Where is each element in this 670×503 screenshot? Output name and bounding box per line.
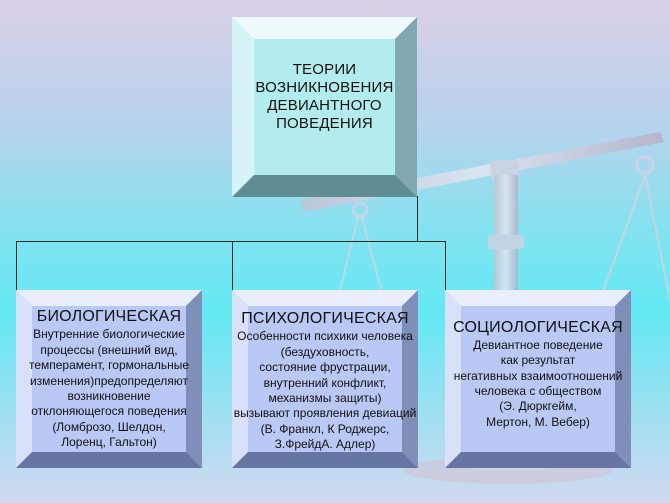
box-text-line: человека с обществом: [474, 384, 602, 398]
box-bevel: [232, 290, 418, 468]
box-text-line: вызывают проявления девиаций: [233, 406, 417, 421]
box-heading: БИОЛОГИЧЕСКАЯ: [36, 308, 182, 326]
box-text-line: отклоняющегося поведения: [31, 404, 187, 419]
title-line: ВОЗНИКНОВЕНИЯ: [255, 79, 394, 96]
title-line: ДЕВИАНТНОГО: [267, 97, 382, 114]
box-text-line: изменения)предопределяют: [29, 373, 189, 388]
psychological-theory-box: ПСИХОЛОГИЧЕСКАЯ Особенности психики чело…: [232, 290, 418, 468]
box-text-line: (Ломброзо, Шелдон,: [52, 419, 166, 434]
box-text-line: Девиантное поведение: [473, 337, 603, 352]
box-text-line: (Э. Дюркгейм,: [499, 399, 577, 414]
box-text-line: (В. Франкл, К Роджерс,: [260, 421, 390, 436]
title-text: ТЕОРИИ ВОЗНИКНОВЕНИЯ ДЕВИАНТНОГО ПОВЕДЕН…: [246, 39, 403, 155]
box-text-line: внутренний конфликт,: [263, 375, 387, 390]
box-text-line: Внутренние биологические: [33, 327, 185, 342]
box-text-line: Особенности психики человека: [237, 329, 413, 344]
title-box: ТЕОРИИ ВОЗНИКНОВЕНИЯ ДЕВИАНТНОГО ПОВЕДЕН…: [232, 17, 417, 197]
box-heading: СОЦИОЛОГИЧЕСКАЯ: [453, 318, 623, 336]
box-text-line: как результат: [500, 353, 576, 368]
connector-drop-middle: [232, 241, 233, 291]
box-text-line: темперамент, гормональные: [28, 358, 190, 373]
box-text-line: З.ФрейдА. Адлер): [274, 437, 376, 452]
connector-horizontal: [16, 241, 445, 242]
box-bevel: [16, 290, 202, 468]
box-text-line: негативных взаимоотношений: [453, 368, 623, 383]
box-bevel: [445, 290, 631, 468]
box-text-line: Мертон, М. Вебер): [486, 414, 590, 429]
box-text-line: состояние фрустрации,: [259, 360, 391, 375]
box-text-line: (бездуховность,: [280, 344, 370, 359]
connector-vertical-title: [417, 196, 418, 242]
sociological-theory-box: СОЦИОЛОГИЧЕСКАЯ Девиантное поведение как…: [445, 290, 631, 468]
biological-theory-box: БИОЛОГИЧЕСКАЯ Внутренние биологические п…: [16, 290, 202, 468]
box-text-line: возникновение: [67, 389, 151, 403]
box-heading: ПСИХОЛОГИЧЕСКАЯ: [241, 310, 409, 328]
box-text-line: механизмы защиты): [268, 391, 382, 405]
connector-drop-left: [16, 241, 17, 291]
connector-drop-right: [445, 241, 446, 291]
title-box-bevel: [232, 17, 417, 197]
box-text-line: процессы (внешний вид,: [40, 342, 178, 357]
title-line: ПОВЕДЕНИЯ: [276, 115, 373, 132]
box-text-line: Лоренц, Гальтон): [61, 435, 157, 450]
title-line: ТЕОРИИ: [292, 61, 357, 78]
